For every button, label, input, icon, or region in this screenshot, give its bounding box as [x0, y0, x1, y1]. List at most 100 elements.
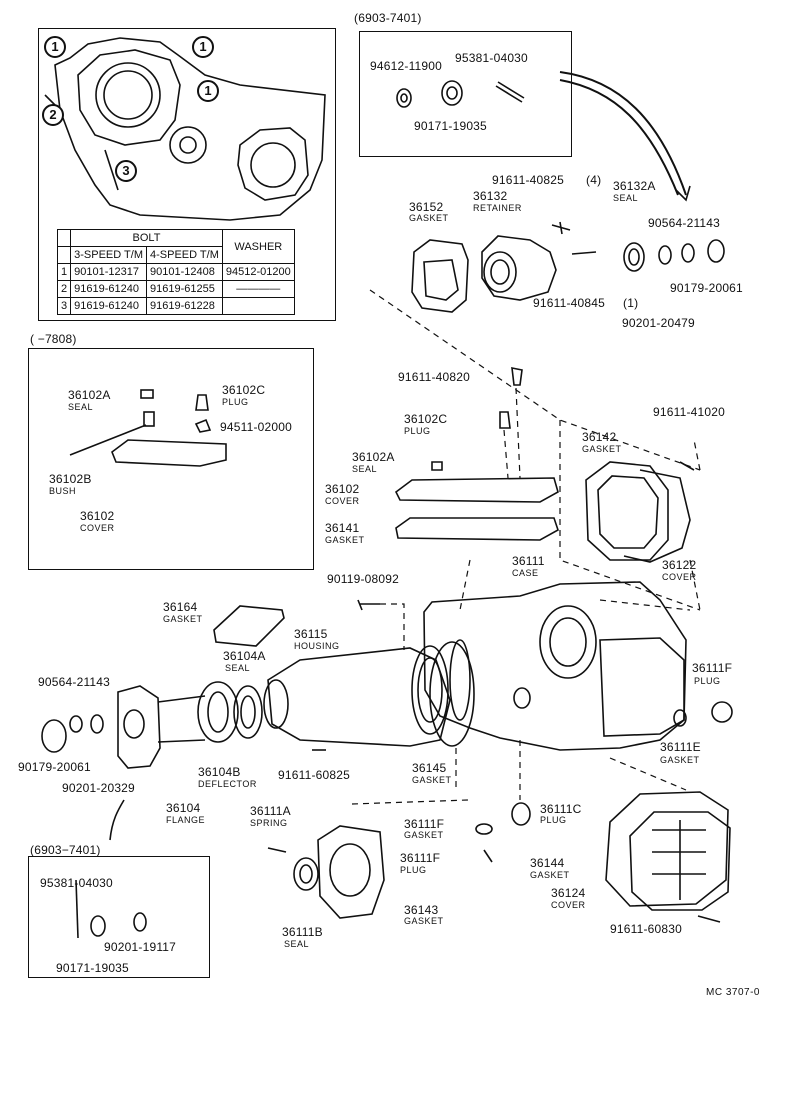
qty-4: (4)	[586, 173, 602, 187]
callout-1-left: 1	[44, 36, 66, 58]
part-36122: 36122	[662, 558, 697, 572]
part-90201-19117: 90201-19117	[104, 940, 177, 954]
gasket-36143	[317, 825, 385, 919]
part-36141: 36141	[325, 521, 360, 535]
part-36102C-inset: 36102C	[222, 383, 266, 397]
part-36104: 36104	[166, 801, 201, 815]
gasket-36142	[585, 461, 669, 561]
part-36145: 36145	[412, 761, 447, 775]
callout-1-right-top: 1	[192, 36, 214, 58]
part-90119-08092: 90119-08092	[327, 572, 400, 586]
inset-rear-gasket	[237, 127, 309, 201]
part-36132A: 36132A	[613, 179, 656, 193]
part-90171-19035-top: 90171-19035	[414, 119, 487, 133]
part-95381-04030-top: 95381-04030	[455, 51, 528, 65]
part-91611-60830: 91611-60830	[610, 922, 683, 936]
part-36102: 36102	[325, 482, 360, 496]
deflector-36104B	[197, 681, 239, 743]
desc-plug-36111F: PLUG	[400, 865, 427, 875]
bolt-table: BOLT WASHER 3-SPEED T/M 4-SPEED T/M 1 90…	[56, 229, 295, 315]
part-36115: 36115	[294, 627, 328, 641]
part-36102-inset: 36102	[80, 509, 115, 523]
part-90179-20061-top: 90179-20061	[670, 281, 743, 295]
gasket-36144	[605, 791, 729, 907]
desc-gasket-36111E: GASKET	[660, 755, 700, 765]
col-3speed: 3-SPEED T/M	[70, 246, 147, 264]
part-90201-20329: 90201-20329	[62, 781, 135, 795]
gasket-36164	[213, 605, 285, 647]
table-row: 2 91619-61240 91619-61255 ————	[56, 280, 295, 298]
part-36102B: 36102B	[49, 472, 92, 486]
desc-gasket: GASKET	[409, 213, 449, 223]
inset-6903-7401-bottom-box	[28, 856, 210, 978]
part-36111F-plug: 36111F	[400, 851, 441, 865]
part-36111B: 36111B	[282, 925, 323, 939]
housing-36115	[267, 647, 451, 747]
part-90179-20061-left: 90179-20061	[18, 760, 91, 774]
part-36111F-right: 36111F	[692, 661, 733, 675]
inset-front-gasket	[77, 49, 181, 146]
desc-seal: SEAL	[613, 193, 639, 203]
cover-36102	[394, 477, 559, 503]
range-label-bottom: (6903−7401)	[30, 843, 101, 857]
washer-header: WASHER	[221, 229, 295, 264]
inset-bolt-location-box	[38, 28, 336, 321]
part-36111A: 36111A	[250, 804, 291, 818]
part-90564-21143-top: 90564-21143	[648, 216, 721, 230]
part-36164: 36164	[163, 600, 198, 614]
cover-36124	[629, 811, 731, 911]
part-90564-21143-left: 90564-21143	[38, 675, 111, 689]
desc-gasket-36144: GASKET	[530, 870, 570, 880]
seal-36111B	[293, 857, 319, 891]
desc-plug: PLUG	[404, 426, 431, 436]
part-36152: 36152	[409, 200, 444, 214]
part-91611-40825: 91611-40825	[492, 173, 565, 187]
desc-gasket-36141: GASKET	[325, 535, 365, 545]
table-row: 3 91619-61240 91619-61228	[56, 297, 295, 315]
desc-gasket-36143: GASKET	[404, 916, 444, 926]
inset-6903-7401-top-box	[359, 31, 572, 157]
retainer-36132	[481, 235, 557, 301]
desc-cover-inset: COVER	[80, 523, 115, 533]
case-36111	[423, 581, 687, 751]
desc-housing: HOUSING	[294, 641, 340, 651]
qty-1: (1)	[623, 296, 639, 310]
inset-housing-outline	[54, 37, 326, 221]
seal-36104A	[233, 685, 263, 739]
cover-36102-inset	[111, 439, 227, 467]
part-36111C: 36111C	[540, 802, 582, 816]
desc-deflector: DEFLECTOR	[198, 779, 257, 789]
part-36111E: 36111E	[660, 740, 701, 754]
gasket-36141	[395, 517, 559, 541]
part-36142: 36142	[582, 430, 617, 444]
desc-seal-36102A: SEAL	[352, 464, 378, 474]
desc-cover-36122: COVER	[662, 572, 697, 582]
desc-gasket-36145: GASKET	[412, 775, 452, 785]
range-label-top: (6903-7401)	[354, 11, 422, 25]
part-91611-40820: 91611-40820	[398, 370, 471, 384]
desc-gasket-36142: GASKET	[582, 444, 622, 454]
gasket-36145	[429, 641, 475, 747]
desc-cover-36124: COVER	[551, 900, 586, 910]
desc-gasket-36111F: GASKET	[404, 830, 444, 840]
gear-small	[441, 80, 463, 106]
part-90171-19035-bottom: 90171-19035	[56, 961, 129, 975]
cover-36122	[623, 469, 691, 563]
part-95381-04030-bottom: 95381-04030	[40, 876, 113, 890]
part-91611-40845: 91611-40845	[533, 296, 606, 310]
desc-seal-36111B: SEAL	[284, 939, 310, 949]
part-36102C: 36102C	[404, 412, 448, 426]
desc-cover-36102: COVER	[325, 496, 360, 506]
part-36104B: 36104B	[198, 765, 241, 779]
part-94612-11900: 94612-11900	[370, 59, 443, 73]
part-90201-20479: 90201-20479	[622, 316, 695, 330]
part-36144: 36144	[530, 856, 565, 870]
inset-7808-box	[28, 348, 314, 570]
part-36124: 36124	[551, 886, 586, 900]
seal-36132A	[623, 242, 645, 272]
part-36111: 36111	[512, 554, 545, 568]
part-94511-02000: 94511-02000	[220, 420, 293, 434]
part-36143: 36143	[404, 903, 439, 917]
desc-bush: BUSH	[49, 486, 77, 496]
